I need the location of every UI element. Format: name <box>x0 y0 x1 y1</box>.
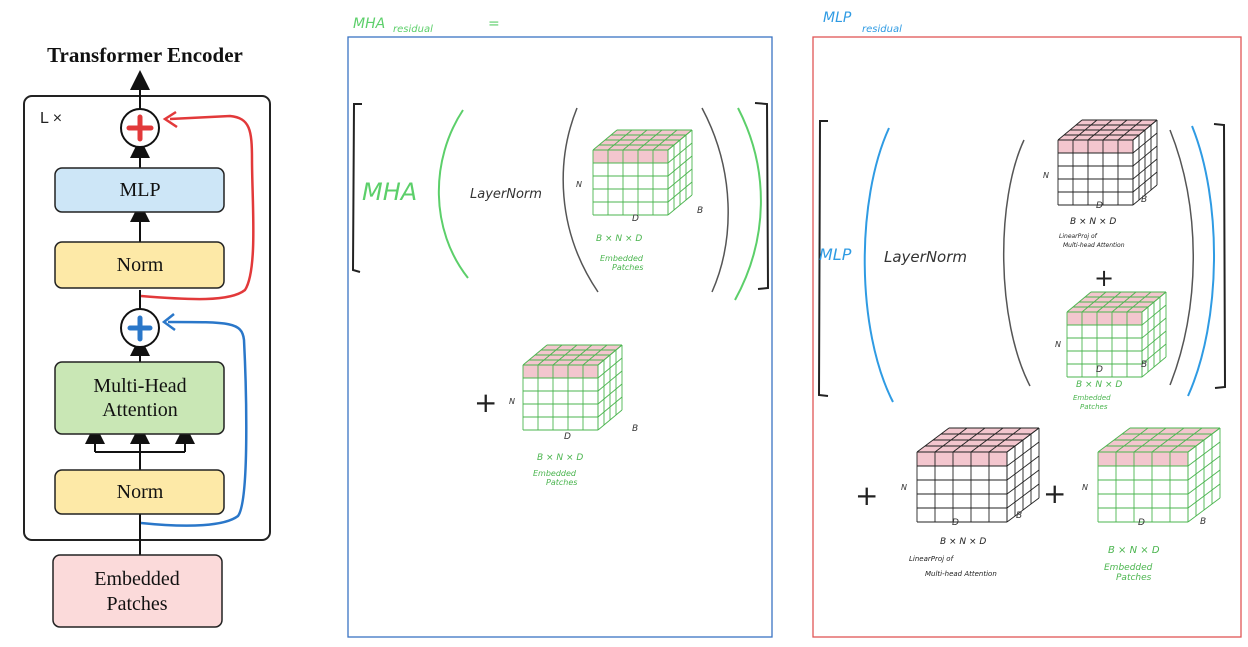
mlp-cube-bottom-embed <box>1097 427 1221 523</box>
mha-box <box>54 361 225 435</box>
mlp-panel-frame <box>812 36 1242 638</box>
mha-cube-2 <box>522 344 623 431</box>
mha-cube-1-d: D <box>632 214 639 224</box>
mlp-outer-plus-2: + <box>1043 477 1066 510</box>
mha-cube-1 <box>592 129 693 216</box>
mlp-panel-label-sub: residual <box>862 24 902 35</box>
mha-gray-paren-left <box>562 107 599 293</box>
mlp-cube-bottom-embed-emb2: Patches <box>1116 573 1152 583</box>
embedded-line2: Patches <box>106 593 167 615</box>
mlp-cube-proj-line1: LinearProj of <box>1059 233 1098 240</box>
mlp-cube-embed-n: N <box>1055 340 1061 349</box>
mha-green-paren-left <box>437 109 469 279</box>
mlp-cube-proj-d: D <box>1096 201 1103 211</box>
mlp-cube-bottom-proj-d: D <box>952 518 959 528</box>
mha-bracket-right <box>754 102 770 290</box>
mlp-cube-bottom-proj-line2: Multi-head Attention <box>925 570 997 578</box>
mha-box-line1: Multi-Head <box>93 375 186 397</box>
mlp-cube-proj-n: N <box>1043 171 1049 180</box>
mlp-cube-embed <box>1066 291 1167 378</box>
mlp-cube-bottom-proj-line1: LinearProj of <box>909 555 955 563</box>
mha-cube-1-emb2: Patches <box>612 263 643 272</box>
mlp-gray-paren-right <box>1169 129 1194 386</box>
plus-icon-red <box>126 114 154 142</box>
mha-plus: + <box>474 386 497 419</box>
mlp-cube-bottom-proj-b: B <box>1016 511 1022 521</box>
mlp-cube-embed-b: B <box>1141 360 1147 370</box>
mlp-cube-bottom-proj <box>916 427 1040 523</box>
mha-cube-2-b: B <box>632 424 638 434</box>
norm-bottom-label: Norm <box>117 481 164 503</box>
mha-panel-label-main: MHA <box>353 16 385 32</box>
mha-cube-1-emb1: Embedded <box>600 254 644 263</box>
mha-cube-2-emb2: Patches <box>546 478 577 487</box>
mlp-gray-paren-left <box>1002 139 1031 387</box>
encoder-title: Transformer Encoder <box>47 43 243 67</box>
mha-gray-paren-right <box>701 107 729 293</box>
mlp-cube-bottom-embed-emb1: Embedded <box>1104 563 1153 573</box>
mha-bracket-left <box>351 103 362 273</box>
mlp-cube-bottom-embed-d: D <box>1138 518 1145 528</box>
mha-function-label: MHA <box>362 178 417 206</box>
mha-layernorm-label: LayerNorm <box>470 187 542 202</box>
mha-panel-frame <box>347 36 773 638</box>
residual-path-blue <box>140 320 248 527</box>
mlp-layernorm-label: LayerNorm <box>884 248 967 266</box>
mha-cube-2-n: N <box>509 397 515 406</box>
mlp-inner-plus: + <box>1094 264 1114 292</box>
mha-cube-1-dims: B × N × D <box>596 234 642 244</box>
mlp-outer-plus-1: + <box>855 479 878 512</box>
mha-cube-2-d: D <box>564 432 571 442</box>
residual-path-red <box>140 114 255 301</box>
plus-icon-blue <box>127 315 153 342</box>
transformer-encoder: Transformer Encoder L × MLP Norm Multi-H… <box>23 43 271 628</box>
norm-bottom-box <box>54 469 225 515</box>
mlp-cube-embed-d: D <box>1096 365 1103 375</box>
mlp-box-label: MLP <box>119 179 160 201</box>
mlp-box <box>54 167 225 213</box>
mha-box-line2: Attention <box>102 399 178 421</box>
mha-cube-2-emb1: Embedded <box>533 469 577 478</box>
mlp-panel-label-main: MLP <box>823 10 852 26</box>
mha-cube-2-dims: B × N × D <box>537 453 583 463</box>
mlp-residual-panel: MLP residual MLP LayerNorm N D B B × N ×… <box>812 10 1242 638</box>
mlp-blue-paren-left <box>863 127 894 403</box>
mlp-bracket-right <box>1213 123 1227 389</box>
mlp-cube-bottom-embed-b: B <box>1200 517 1206 527</box>
mlp-cube-bottom-proj-n: N <box>901 483 907 492</box>
embedded-line1: Embedded <box>94 568 180 590</box>
mha-green-paren-right <box>734 107 762 301</box>
mlp-cube-embed-dims: B × N × D <box>1076 380 1122 390</box>
mlp-cube-bottom-proj-dims: B × N × D <box>940 537 986 547</box>
embedded-patches-box <box>52 554 223 628</box>
mha-panel-label-sub: residual <box>393 24 433 35</box>
mha-cube-1-n: N <box>576 180 582 189</box>
mlp-cube-proj <box>1057 119 1158 206</box>
mha-panel-label-eq: = <box>488 16 500 32</box>
mha-cube-1-b: B <box>697 206 703 216</box>
encoder-block-frame <box>23 95 271 541</box>
norm-top-box <box>54 241 225 289</box>
norm-top-label: Norm <box>117 254 164 276</box>
mlp-bracket-left <box>817 120 829 397</box>
mlp-cube-proj-line2: Multi-head Attention <box>1063 242 1125 249</box>
mlp-cube-bottom-embed-n: N <box>1082 483 1088 492</box>
mlp-cube-embed-emb1: Embedded <box>1073 394 1111 402</box>
mlp-blue-paren-right <box>1187 125 1216 397</box>
mha-residual-panel: MHA residual = MHA LayerNorm N D B B × N… <box>347 16 773 638</box>
repeat-label: L × <box>40 110 62 127</box>
mlp-cube-embed-emb2: Patches <box>1080 403 1108 411</box>
mlp-cube-proj-dims: B × N × D <box>1070 217 1116 227</box>
mlp-function-label: MLP <box>819 245 852 264</box>
mlp-cube-proj-b: B <box>1141 195 1147 205</box>
mlp-cube-bottom-embed-dims: B × N × D <box>1108 545 1160 556</box>
